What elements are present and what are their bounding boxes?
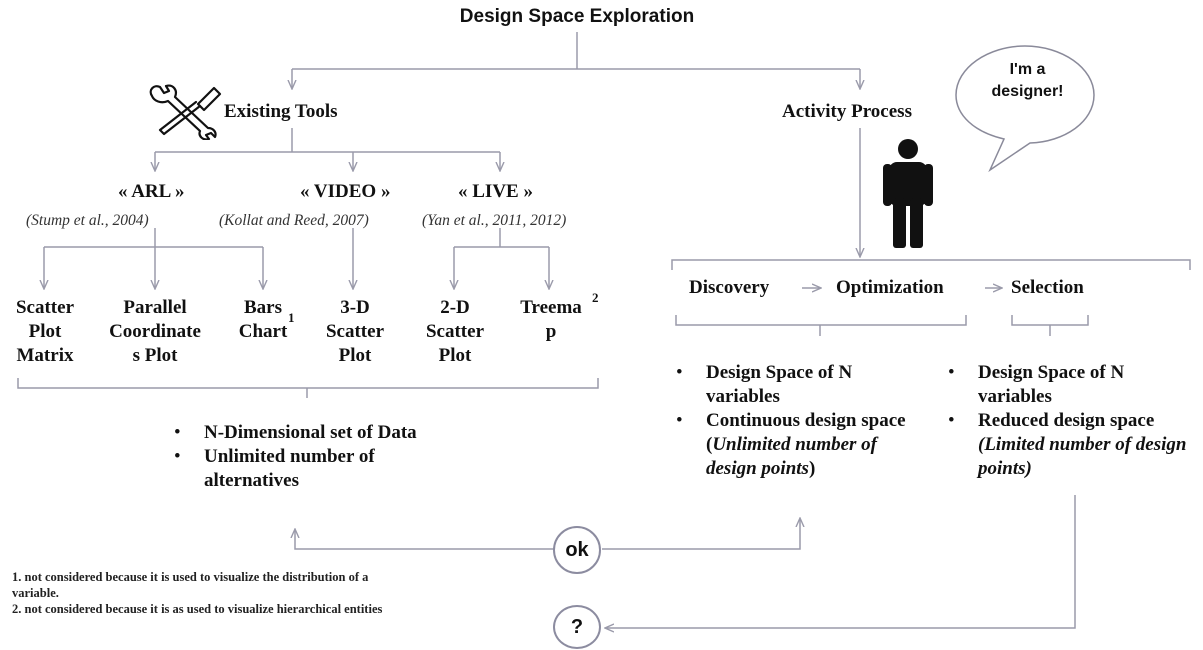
technique-parallel-coordinates: Parallel Coordinate s Plot [109,297,201,366]
existing-tools-label: Existing Tools [224,101,338,122]
footnotes: 1. not considered because it is used to … [12,569,412,617]
speech-bubble [955,45,1095,173]
tools-icon [149,84,222,140]
citation-arl: (Stump et al., 2004) [26,212,149,229]
ok-label: ok [565,539,589,561]
list-item: Design Space of N variables [672,361,912,409]
technique-treemap: Treema p [520,297,582,342]
citation-live: (Yan et al., 2011, 2012) [422,212,567,229]
stage-selection: Selection [1011,277,1084,298]
selection-summary: Design Space of N variables Reduced desi… [944,361,1199,481]
technique-scatter-plot-matrix: Scatter Plot Matrix [15,297,75,366]
person-icon [883,139,933,248]
tool-video: « VIDEO » [300,181,391,202]
footnote-1: 1. not considered because it is used to … [12,570,369,600]
footnote-2: 2. not considered because it is as used … [12,602,383,616]
question-node: ? [553,605,601,649]
footnote-marker-2: 2 [592,290,599,305]
technique-3d-scatter: 3-D Scatter Plot [325,297,385,366]
ok-node: ok [553,526,601,574]
stage-discovery: Discovery [689,277,770,298]
stage-optimization: Optimization [836,277,944,298]
existing-tools-summary: N-Dimensional set of Data Unlimited numb… [170,421,450,493]
list-item: Design Space of N variables [944,361,1199,409]
activity-process-label: Activity Process [782,101,912,122]
question-label: ? [570,616,584,638]
discovery-optimization-summary: Design Space of N variables Continuous d… [672,361,912,481]
technique-bars-chart: Bars Chart [238,297,288,342]
citation-video: (Kollat and Reed, 2007) [219,212,369,229]
tool-live: « LIVE » [458,181,533,202]
page-title: Design Space Exploration [459,6,695,27]
list-item: N-Dimensional set of Data [170,421,450,445]
speech-bubble-text: I'm a designer! [991,61,1064,100]
list-item: Reduced design space(Limited number of d… [944,409,1199,481]
footnote-marker-1: 1 [288,310,295,325]
list-item: Unlimited number of alternatives [170,445,450,493]
list-item: Continuous design space (Unlimited numbe… [672,409,912,481]
technique-2d-scatter: 2-D Scatter Plot [425,297,485,366]
tool-arl: « ARL » [118,181,185,202]
